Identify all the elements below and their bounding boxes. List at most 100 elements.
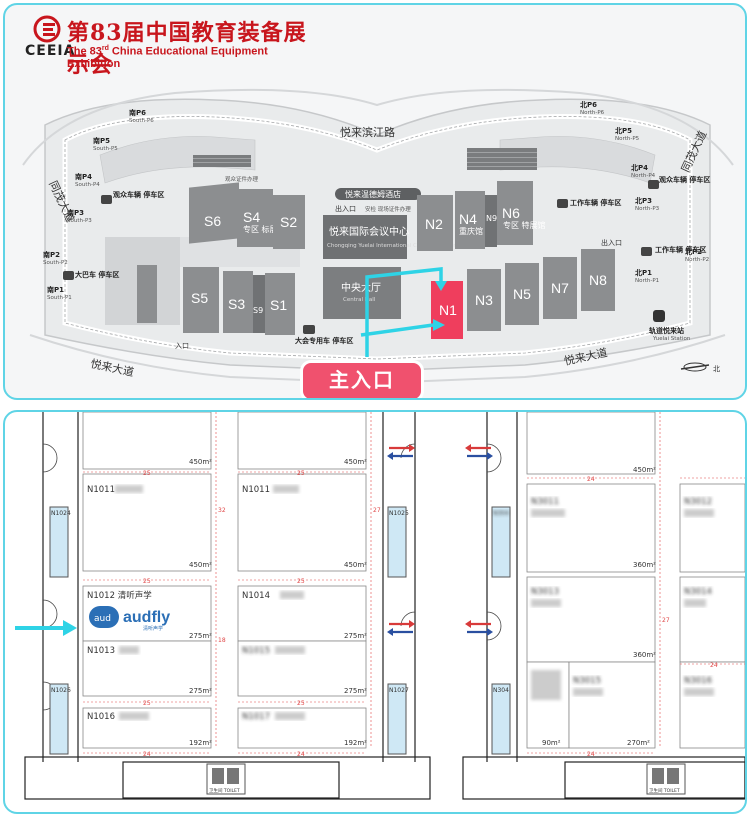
visitor-parking-south[interactable]: 观众车辆 停车区 [101,190,164,204]
hall-S2[interactable]: S2 [273,195,305,249]
booth-N3012[interactable]: N3012 [684,497,714,517]
booth-N3016[interactable]: N3016 [684,676,714,696]
hall-N6[interactable]: N6 专区 特展馆 [497,181,546,245]
hall-S5[interactable]: S5 [183,267,219,333]
booth-N1017[interactable]: N1017 192m² [242,712,367,747]
hall-S4[interactable]: S4 专区 标展馆 [237,189,286,247]
booth-small[interactable]: 90m² [531,670,561,747]
svg-text:卫生间 TOILET: 卫生间 TOILET [649,787,680,794]
svg-text:N1027: N1027 [389,687,409,694]
hall-N1[interactable]: N1 [431,281,463,339]
svg-text:25: 25 [297,700,305,707]
exit-north[interactable]: 出入口 [601,238,622,247]
svg-text:North-P3: North-P3 [635,206,660,212]
svg-text:N3015: N3015 [573,676,601,686]
svg-text:275m²: 275m² [344,632,367,640]
hall-S3[interactable]: S3 [223,271,253,333]
hall-N9[interactable]: N9 [485,195,497,247]
flow-arrows [387,444,493,636]
svg-text:S2: S2 [280,214,297,230]
hall-N3[interactable]: N3 [467,269,501,331]
dimension-lines [83,412,745,754]
conference-bus-parking[interactable]: 大会专用车 停车区 [295,325,353,345]
ceeia-logo-mark-icon [33,15,61,43]
badge-office-center[interactable]: 安检 现场证件办理 [365,205,411,213]
svg-text:南P5: 南P5 [93,136,110,145]
booth-N3014[interactable]: N3014 [684,587,712,607]
svg-text:South-P5: South-P5 [93,146,118,152]
hall-S1[interactable]: S1 [265,273,295,335]
svg-text:South-P2: South-P2 [43,260,68,266]
svg-text:North-P2: North-P2 [685,257,709,263]
svg-text:专区 标展馆: 专区 标展馆 [243,224,286,234]
booth-N3013[interactable]: N3013 360m² [531,587,656,659]
booth-N1014[interactable]: N1014 275m² [242,591,367,640]
center-exit[interactable]: 出入口 [335,204,356,213]
road-label-north: 悦来滨江路 [340,125,395,139]
svg-text:北P6: 北P6 [580,100,597,109]
booth-N1016[interactable]: N1016 192m² [87,712,212,747]
svg-text:南P3: 南P3 [67,208,84,217]
booth-N1011-right[interactable]: N1011 450m² [242,485,367,569]
booth-N3015[interactable]: N3015 270m² [573,676,650,747]
svg-text:N3011: N3011 [531,497,559,507]
metro-station[interactable]: 轨道悦来站 Yuelai Station [649,310,691,342]
hall-N5[interactable]: N5 [505,263,539,325]
entrance-south[interactable]: 入口 [175,342,189,350]
bus-parking-south[interactable]: 大巴车 停车区 [63,270,119,280]
work-parking-north-2[interactable]: 工作车辆 停车区 [641,245,706,256]
svg-text:Chongqing Yuelai International: Chongqing Yuelai International Conventio… [327,243,465,249]
booth-N1011[interactable]: N1011 450m² [87,485,212,569]
svg-text:S6: S6 [204,213,221,229]
svg-text:North-P4: North-P4 [631,173,656,179]
svg-text:轨道悦来站: 轨道悦来站 [649,326,684,335]
svg-text:North-P5: North-P5 [615,136,640,142]
toilet-right[interactable]: 卫生间 TOILET [646,763,686,795]
hall-S6[interactable]: S6 [189,182,239,244]
svg-text:South-P1: South-P1 [47,295,72,301]
svg-text:N2: N2 [425,216,443,232]
booth-N1013[interactable]: N1013 275m² [87,646,212,695]
hall-N4[interactable]: N4 重庆馆 [455,191,485,249]
booth-N3011[interactable]: N3011 360m² [531,497,656,569]
svg-text:N1011: N1011 [87,485,115,495]
hall-N7[interactable]: N7 [543,257,577,319]
conference-center[interactable]: 悦来国际会议中心 Chongqing Yuelai International … [323,215,465,259]
svg-text:观众车辆 停车区: 观众车辆 停车区 [113,190,164,199]
svg-text:悦来温德姆酒店: 悦来温德姆酒店 [345,189,401,199]
hall-S9[interactable]: S9 [253,275,265,333]
svg-text:入口: 入口 [175,342,189,350]
svg-text:工作车辆 停车区: 工作车辆 停车区 [655,245,706,254]
svg-text:450m²: 450m² [189,561,212,569]
svg-text:N304: N304 [493,687,509,694]
booth-area: 450m² [189,458,212,466]
north-compass-icon [680,362,710,372]
svg-text:N6: N6 [502,205,520,221]
svg-text:N1015: N1015 [242,646,270,656]
svg-text:24: 24 [710,662,718,669]
hall-N2[interactable]: N2 [417,195,453,251]
booth-N1015[interactable]: N1015 275m² [242,646,367,695]
booth-N1012[interactable]: N1012 清听声学 aud audfly 清听声学 275m² [87,590,212,640]
badge-office-south[interactable]: 观众证件办理 [225,175,259,183]
booth-grid-right [526,412,745,749]
svg-text:27: 27 [662,617,670,624]
visitor-parking-north[interactable]: 观众车辆 停车区 [648,175,710,189]
hall-N8[interactable]: N8 [581,249,615,311]
toilet-left[interactable]: 卫生间 TOILET [206,763,246,795]
work-parking-north-1[interactable]: 工作车辆 停车区 [557,198,621,208]
main-entrance-badge[interactable]: 主入口 [303,363,421,398]
svg-text:观众证件办理: 观众证件办理 [225,175,259,183]
